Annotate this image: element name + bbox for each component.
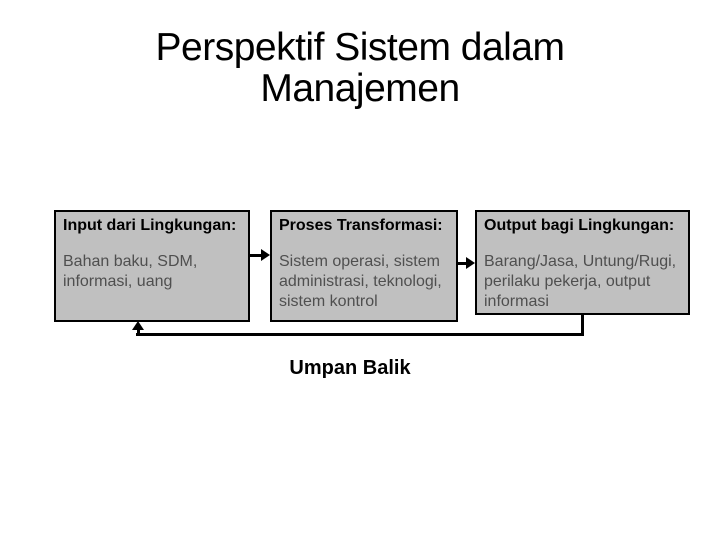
process-box-body: Sistem operasi, sistem administrasi, tek… [279, 253, 442, 310]
input-box-heading: Input dari Lingkungan: [63, 217, 237, 234]
process-box-heading: Proses Transformasi: [279, 217, 443, 234]
feedback-line-horizontal [136, 333, 584, 336]
arrow-up-icon [132, 321, 144, 330]
arrow-right-icon [466, 257, 475, 269]
input-box-body: Bahan baku, SDM, informasi, uang [63, 253, 198, 290]
output-box-body: Barang/Jasa, Untung/Rugi, perilaku peker… [484, 253, 677, 310]
process-box: Proses Transformasi: Sistem operasi, sis… [270, 210, 458, 322]
arrow-process-to-output-shaft [457, 262, 467, 265]
input-box: Input dari Lingkungan: Bahan baku, SDM, … [54, 210, 250, 322]
feedback-label: Umpan Balik [289, 357, 411, 379]
slide-title: Perspektif Sistem dalam Manajemen [155, 26, 566, 110]
output-box-heading: Output bagi Lingkungan: [484, 217, 675, 234]
feedback-line-left-shaft [137, 329, 140, 334]
arrow-right-icon [261, 249, 270, 261]
output-box: Output bagi Lingkungan: Barang/Jasa, Unt… [475, 210, 690, 315]
arrow-input-to-process-shaft [250, 254, 262, 257]
feedback-line-right-vertical [581, 315, 584, 336]
